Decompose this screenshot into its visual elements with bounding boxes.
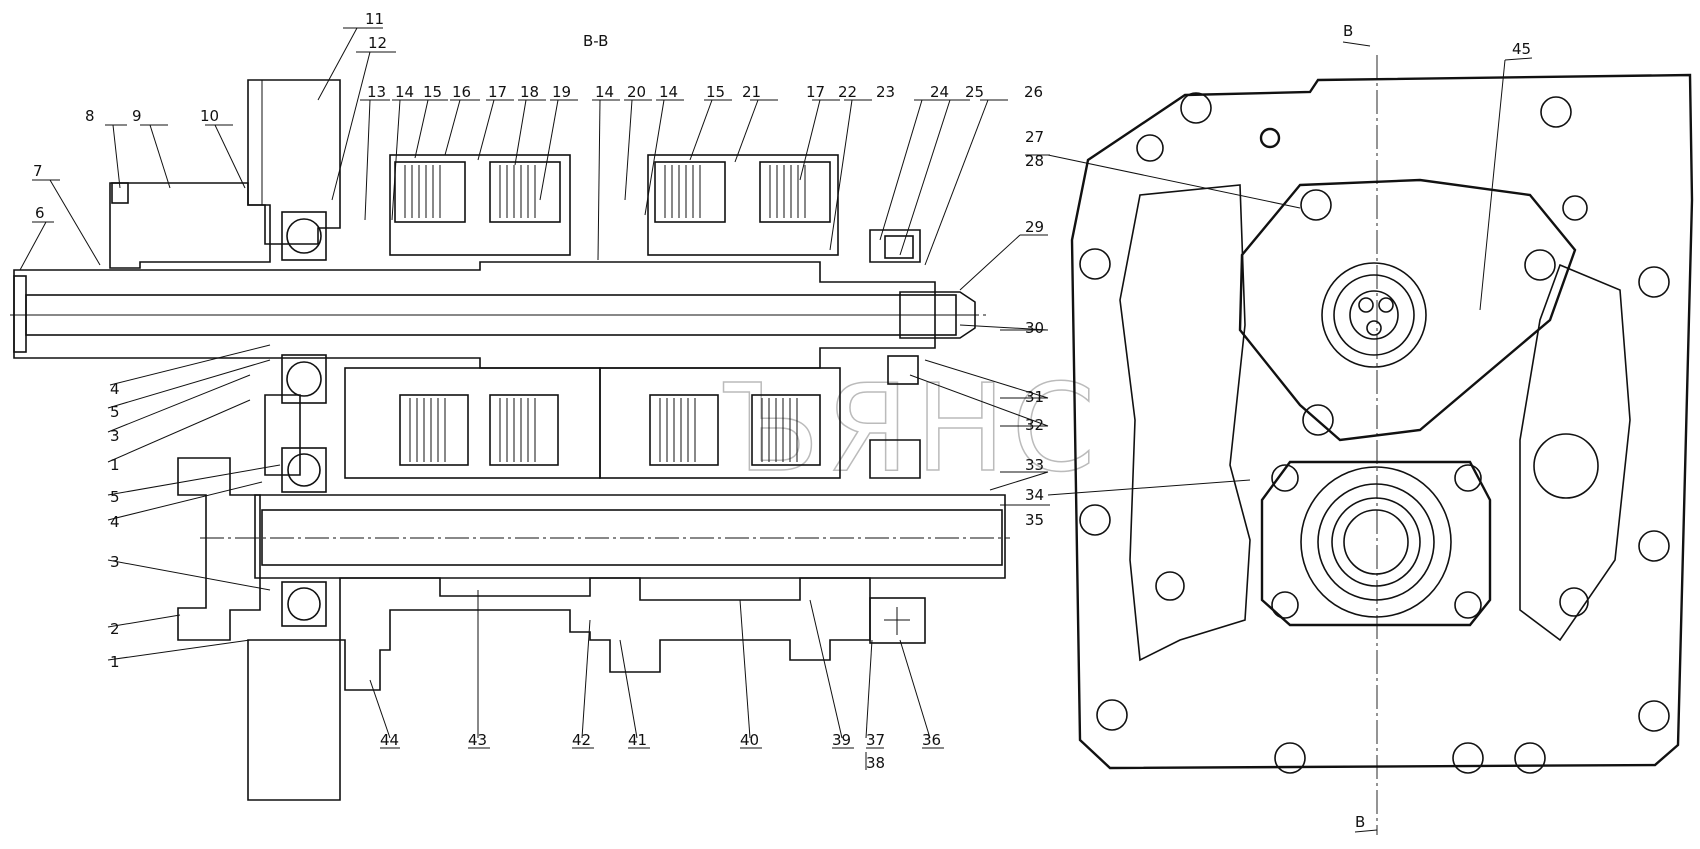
bearings	[281, 211, 327, 627]
callout-14: 14	[395, 83, 414, 101]
callout-28: 28	[1025, 152, 1044, 170]
callout-18: 18	[520, 83, 539, 101]
pump-plate	[1238, 178, 1577, 442]
callout-45: 45	[1512, 40, 1531, 58]
callout-2: 2	[110, 620, 120, 638]
callout-16: 16	[452, 83, 471, 101]
callout-8: 8	[85, 107, 95, 125]
housing-wall-mid	[264, 394, 301, 476]
callout-40: 40	[740, 731, 759, 749]
callout-1b: 1	[110, 653, 120, 671]
callout-19: 19	[552, 83, 571, 101]
callout-15: 15	[423, 83, 442, 101]
callout-34: 34	[1025, 486, 1044, 504]
callout-31: 31	[1025, 388, 1044, 406]
callout-43: 43	[468, 731, 487, 749]
front-view: B B	[1070, 22, 1694, 835]
callout-3b: 3	[110, 553, 120, 571]
output-flange	[177, 457, 261, 641]
callout-9: 9	[132, 107, 142, 125]
callout-15b: 15	[706, 83, 725, 101]
housing-outline	[1070, 73, 1694, 770]
callout-35: 35	[1025, 511, 1044, 529]
input-cover	[109, 182, 271, 269]
callout-44: 44	[380, 731, 399, 749]
callout-6: 6	[35, 204, 45, 222]
callout-12: 12	[368, 34, 387, 52]
callout-10: 10	[200, 107, 219, 125]
output-flange-front	[1260, 460, 1492, 627]
callout-41: 41	[628, 731, 647, 749]
callout-13: 13	[367, 83, 386, 101]
callout-14c: 14	[659, 83, 678, 101]
callout-17: 17	[488, 83, 507, 101]
callout-30: 30	[1025, 319, 1044, 337]
callout-36: 36	[922, 731, 941, 749]
callout-21: 21	[742, 83, 761, 101]
callout-23: 23	[876, 83, 895, 101]
callout-4b: 4	[110, 513, 120, 531]
input-shaft	[13, 261, 936, 369]
callout-5: 5	[110, 403, 120, 421]
callout-17b: 17	[806, 83, 825, 101]
section-title: B-B	[583, 32, 608, 50]
callout-3: 3	[110, 427, 120, 445]
callout-26: 26	[1024, 83, 1043, 101]
callout-4: 4	[110, 380, 120, 398]
callout-37: 37	[866, 731, 885, 749]
callout-25: 25	[965, 83, 984, 101]
callout-labels: 11 12 13 14 15 16 17 18 19 14 20 14 15 2…	[33, 10, 1531, 772]
callout-33: 33	[1025, 456, 1044, 474]
callout-38: 38	[866, 754, 885, 772]
cut-mark-bottom: B	[1355, 813, 1365, 831]
callout-29: 29	[1025, 218, 1044, 236]
callout-5b: 5	[110, 488, 120, 506]
clutch-pack-upper	[389, 154, 839, 256]
output-shaft	[254, 494, 1006, 579]
callout-14b: 14	[595, 83, 614, 101]
output-gears	[339, 577, 871, 691]
clutch-pack-lower	[344, 367, 841, 479]
callout-27: 27	[1025, 128, 1044, 146]
section-view: B-B	[10, 32, 1010, 801]
callout-1: 1	[110, 456, 120, 474]
callout-39: 39	[832, 731, 851, 749]
callout-42: 42	[572, 731, 591, 749]
cut-mark-top: B	[1343, 22, 1353, 40]
mounting-holes	[1079, 92, 1670, 774]
leader-lines	[19, 27, 1533, 770]
callout-24: 24	[930, 83, 949, 101]
callout-11: 11	[365, 10, 384, 28]
callout-20: 20	[627, 83, 646, 101]
callout-32: 32	[1025, 416, 1044, 434]
callout-7: 7	[33, 162, 43, 180]
housing-wall-lower	[247, 639, 341, 801]
callout-22: 22	[838, 83, 857, 101]
